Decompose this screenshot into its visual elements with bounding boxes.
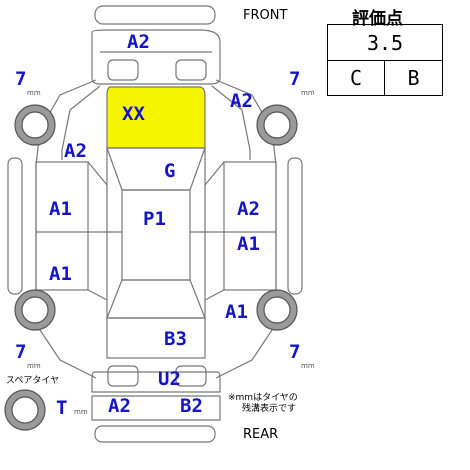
score-table: 3.5 C B	[327, 24, 443, 96]
left-front-pillar	[87, 161, 122, 301]
front-right-wheel	[256, 104, 298, 146]
note-line-1: ※mmはタイヤの	[228, 393, 298, 403]
spare-wheel	[4, 389, 46, 431]
rear-panel	[91, 371, 221, 393]
front-label: FRONT	[243, 8, 288, 23]
tire-front-left-value: 7	[15, 68, 27, 90]
rear-right-wheel	[256, 289, 298, 331]
tire-rear-right-unit: mm	[301, 362, 315, 370]
score-overall: 3.5	[328, 25, 442, 61]
tire-front-left-unit: mm	[27, 89, 41, 97]
front-bumper	[91, 29, 221, 85]
rear-light-right	[175, 365, 207, 387]
panel-right-rear-quarter: A1	[225, 301, 248, 323]
right-door-panel	[223, 161, 277, 291]
panel-left-rear-door: A1	[49, 263, 72, 285]
panel-trunk: B3	[164, 328, 187, 350]
tire-rear-right-value: 7	[289, 341, 301, 363]
panel-rear-bumper-left: A2	[108, 395, 131, 417]
rear-bumper-bottom	[94, 425, 216, 443]
cabin-roof	[121, 189, 191, 281]
rear-window	[106, 279, 206, 319]
front-bumper-top	[94, 5, 216, 25]
score-interior: B	[407, 66, 420, 90]
rear-light-left	[107, 365, 139, 387]
panel-center: P1	[143, 208, 166, 230]
score-exterior: C	[328, 61, 385, 95]
panel-rear-bumper-right: B2	[180, 395, 203, 417]
tire-front-right-unit: mm	[301, 89, 315, 97]
spare-tire-unit: mm	[74, 408, 88, 416]
trunk-panel	[106, 317, 206, 359]
left-door-panel	[35, 161, 89, 291]
panel-left-front-door: A1	[49, 198, 72, 220]
front-grille-left	[107, 59, 139, 81]
panel-right-rear-door: A1	[237, 233, 260, 255]
right-front-pillar	[190, 161, 225, 301]
panel-right-front-door: A2	[237, 198, 260, 220]
right-mirror-area	[287, 157, 303, 295]
panel-right-front-fender: A2	[230, 90, 253, 112]
rear-label: REAR	[243, 427, 279, 442]
panel-front-bumper: A2	[127, 31, 150, 53]
spare-tire-value: T	[56, 397, 68, 419]
body-left-inner	[61, 85, 101, 160]
panel-roof: G	[164, 160, 176, 182]
rear-bumper	[91, 395, 221, 421]
body-right-inner	[211, 85, 251, 160]
windshield	[106, 147, 206, 191]
left-mirror-area	[7, 157, 23, 295]
tire-front-right-value: 7	[289, 68, 301, 90]
tire-rear-left-value: 7	[15, 341, 27, 363]
panel-left-front-fender: A2	[64, 140, 87, 162]
tire-rear-left-unit: mm	[27, 362, 41, 370]
panel-rear: U2	[158, 368, 181, 390]
front-left-wheel	[14, 104, 56, 146]
spare-tire-label: スペアタイヤ	[6, 376, 60, 386]
note-line-2: 残溝表示です	[242, 404, 297, 414]
rear-left-wheel	[14, 289, 56, 331]
panel-hood: XX	[122, 103, 145, 125]
front-grille-right	[175, 59, 207, 81]
